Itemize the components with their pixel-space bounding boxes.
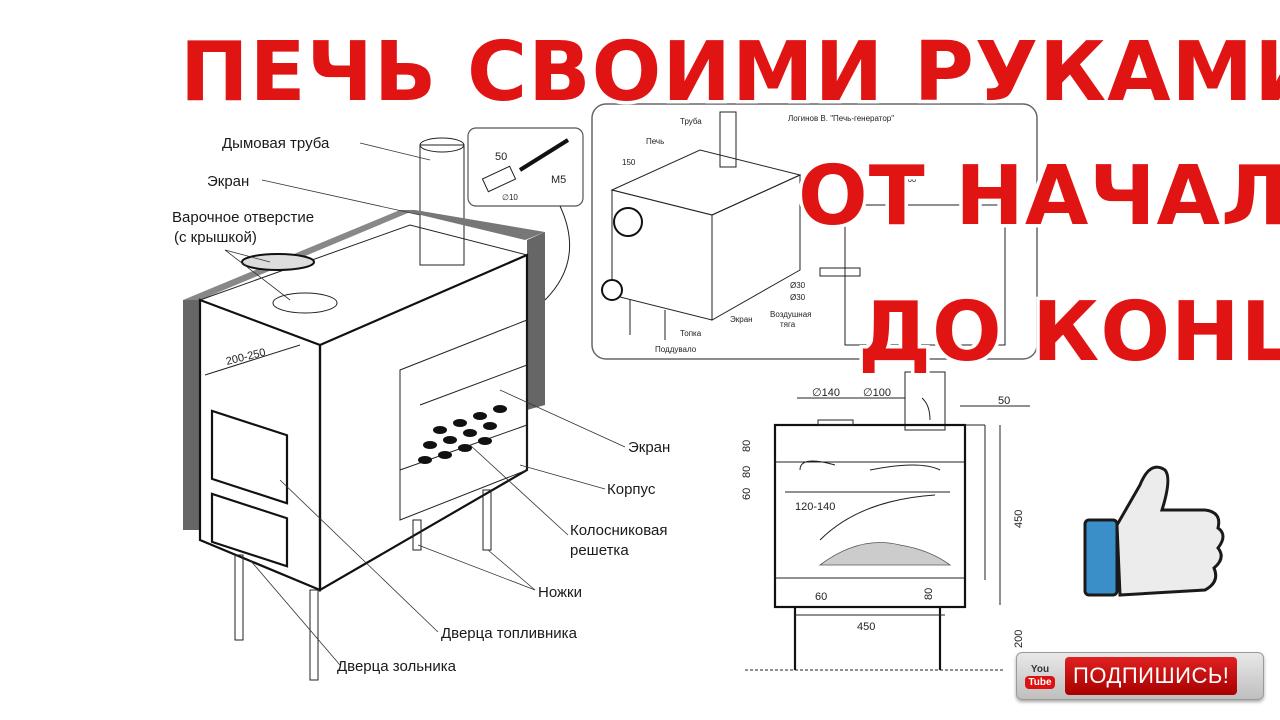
tr-d4: Ø30 <box>790 293 806 302</box>
sec-d-cook: ∅140 <box>812 387 840 399</box>
title-line-2: ОТ НАЧАЛА <box>798 149 1280 244</box>
tr-furnace: Печь <box>646 137 664 146</box>
label-grate-2: решетка <box>570 542 629 559</box>
title-line-1: ПЕЧЬ СВОИМИ РУКАМИ <box>180 25 1280 120</box>
label-grate-1: Колосниковая <box>570 522 668 539</box>
bolt-inset: 50 ∅10 M5 <box>467 127 584 301</box>
thumbs-up-icon <box>1083 465 1225 597</box>
tr-screen: Экран <box>730 315 753 324</box>
subscribe-label: ПОДПИШИСЬ! <box>1065 657 1238 695</box>
chimney <box>419 137 465 266</box>
section-drawing: ∅140 ∅100 50 80 80 60 450 120-140 60 80 … <box>741 371 1030 671</box>
stove-body <box>198 224 529 592</box>
sec-leg-h: 200 <box>1013 630 1025 648</box>
bolt-diameter: ∅10 <box>502 193 518 202</box>
tr-d2: 460 <box>903 175 917 184</box>
section-dims: ∅140 ∅100 50 80 80 60 450 120-140 60 80 … <box>741 387 1030 648</box>
sec-width: 450 <box>857 621 875 633</box>
tr-d1: 150 <box>622 158 636 167</box>
bolt-thread: M5 <box>551 174 566 186</box>
sec-grate-w: 80 <box>923 588 935 600</box>
title-line-3: ДО КОНЦА <box>858 285 1280 380</box>
grate-holes <box>418 405 507 464</box>
sec-h-top-1: 80 <box>741 440 753 452</box>
youtube-logo-tube: Tube <box>1025 675 1055 689</box>
label-fuel-door: Дверца топливника <box>441 625 578 642</box>
caption: Логинов В. "Печь-генератор" <box>788 114 894 123</box>
tr-air-1: Воздушная <box>770 310 811 319</box>
label-screen-top: Экран <box>207 173 249 190</box>
youtube-logo-you: You <box>1030 663 1050 675</box>
bolt-length: 50 <box>495 151 507 163</box>
generator-stove-drawing: Логинов В. "Печь-генератор" Труба Печь Э… <box>591 103 1038 360</box>
label-ash-door: Дверца зольника <box>337 658 457 675</box>
label-legs: Ножки <box>538 584 582 601</box>
tr-firebox: Топка <box>680 329 702 338</box>
sec-h-total: 450 <box>1013 510 1025 528</box>
tr-air-2: тяга <box>780 320 796 329</box>
sec-offset: 50 <box>998 395 1010 407</box>
label-screen-right: Экран <box>628 439 670 456</box>
tr-ashpit: Поддувало <box>655 345 697 354</box>
sec-h-top-2: 80 <box>741 466 753 478</box>
subscribe-button[interactable]: You Tube ПОДПИШИСЬ! <box>1016 652 1264 700</box>
leader-lines <box>224 142 626 666</box>
sec-gap: 120-140 <box>795 501 835 513</box>
tr-pipe: Труба <box>680 117 702 126</box>
dim-depth: 200-250 <box>225 346 267 367</box>
label-cook-hole-1: Варочное отверстие <box>172 209 314 226</box>
youtube-icon: You Tube <box>1023 657 1057 695</box>
sec-d-pipe: ∅100 <box>863 387 891 399</box>
main-stove-drawing: 200-250 Дымовая труба Экран Варочное отв… <box>172 135 670 681</box>
label-body: Корпус <box>607 481 656 498</box>
label-chimney: Дымовая труба <box>222 135 330 152</box>
screen-panels <box>183 210 545 530</box>
tr-d3: Ø30 <box>790 281 806 290</box>
label-cook-hole-2: (с крышкой) <box>174 229 257 246</box>
legs <box>234 489 492 681</box>
dim-line-depth <box>204 344 301 376</box>
sec-h-mid: 60 <box>741 488 753 500</box>
sec-grate-h: 60 <box>815 591 827 603</box>
